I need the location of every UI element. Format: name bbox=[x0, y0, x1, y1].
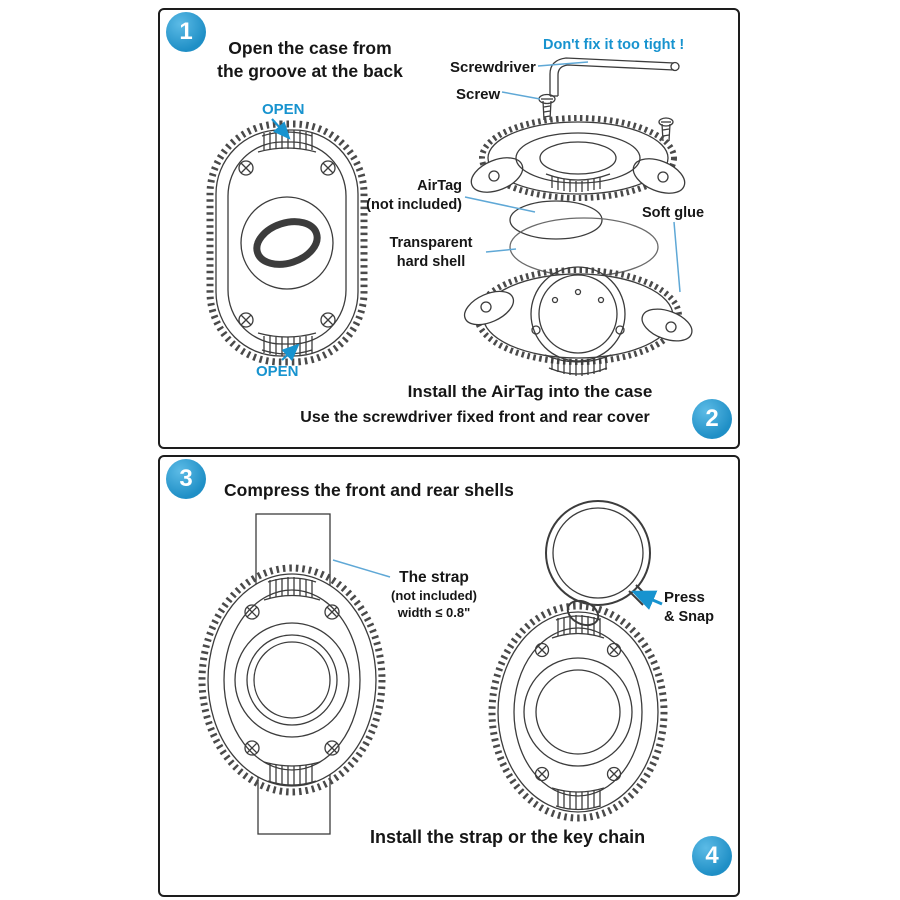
step-3-badge: 3 bbox=[166, 459, 206, 499]
screw-label: Screw bbox=[456, 86, 501, 103]
step-1-instruction: Open the case from the groove at the bac… bbox=[217, 38, 403, 81]
step-4-instruction: Install the strap or the key chain bbox=[370, 827, 646, 847]
warning-label: Don't fix it too tight ! bbox=[543, 37, 685, 53]
step-3-instruction: Compress the front and rear shells bbox=[224, 480, 514, 500]
soft-glue-label: Soft glue bbox=[642, 205, 705, 221]
screwdriver-label: Screwdriver bbox=[450, 59, 536, 76]
step-2-number: 2 bbox=[705, 405, 719, 432]
open-bottom-label: OPEN bbox=[256, 363, 299, 380]
strap-label: The strap (not included) width ≤ 0.8" bbox=[391, 569, 477, 621]
step-3-number: 3 bbox=[179, 465, 193, 492]
hard-shell-label: Transparent hard shell bbox=[389, 235, 473, 270]
step-4-number: 4 bbox=[705, 842, 719, 869]
airtag-label: AirTag (not included) bbox=[366, 178, 462, 213]
step-1-number: 1 bbox=[179, 18, 193, 45]
step-2-instruction-line1: Install the AirTag into the case bbox=[407, 382, 653, 401]
step-1-badge: 1 bbox=[166, 12, 206, 52]
press-snap-label: Press & Snap bbox=[664, 589, 714, 625]
step-2-badge: 2 bbox=[692, 399, 732, 439]
step-2-instruction-line2: Use the screwdriver fixed front and rear… bbox=[300, 409, 650, 426]
step-4-badge: 4 bbox=[692, 836, 732, 876]
open-top-label: OPEN bbox=[262, 101, 305, 118]
